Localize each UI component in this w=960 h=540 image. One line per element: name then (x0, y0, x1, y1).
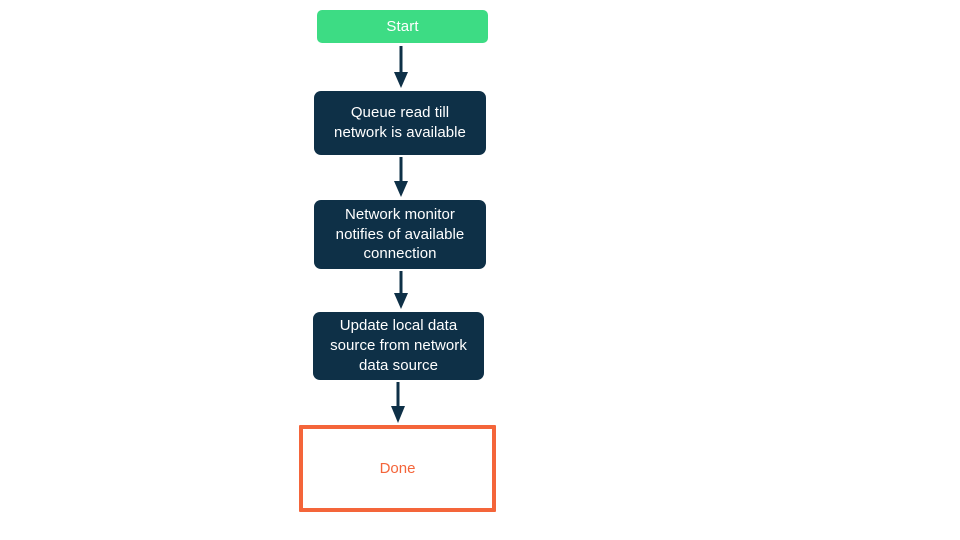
node-network-monitor[interactable]: Network monitor notifies of available co… (314, 200, 486, 269)
node-start-label: Start (386, 17, 419, 35)
node-done-label: Done (379, 459, 416, 477)
arrow-update-local-data-to-done (387, 382, 409, 423)
arrow-network-monitor-to-update-local-data (390, 271, 412, 310)
arrow-start-to-queue-read (390, 46, 412, 89)
node-update-local-data-label: Update local data source from network da… (330, 317, 467, 374)
node-queue-read-label: Queue read till network is available (334, 104, 466, 141)
arrow-queue-read-to-network-monitor (390, 157, 412, 198)
node-queue-read[interactable]: Queue read till network is available (314, 91, 486, 155)
node-start[interactable]: Start (317, 10, 488, 43)
node-update-local-data[interactable]: Update local data source from network da… (313, 312, 484, 380)
node-done[interactable]: Done (299, 425, 496, 512)
node-network-monitor-label: Network monitor notifies of available co… (335, 205, 465, 263)
